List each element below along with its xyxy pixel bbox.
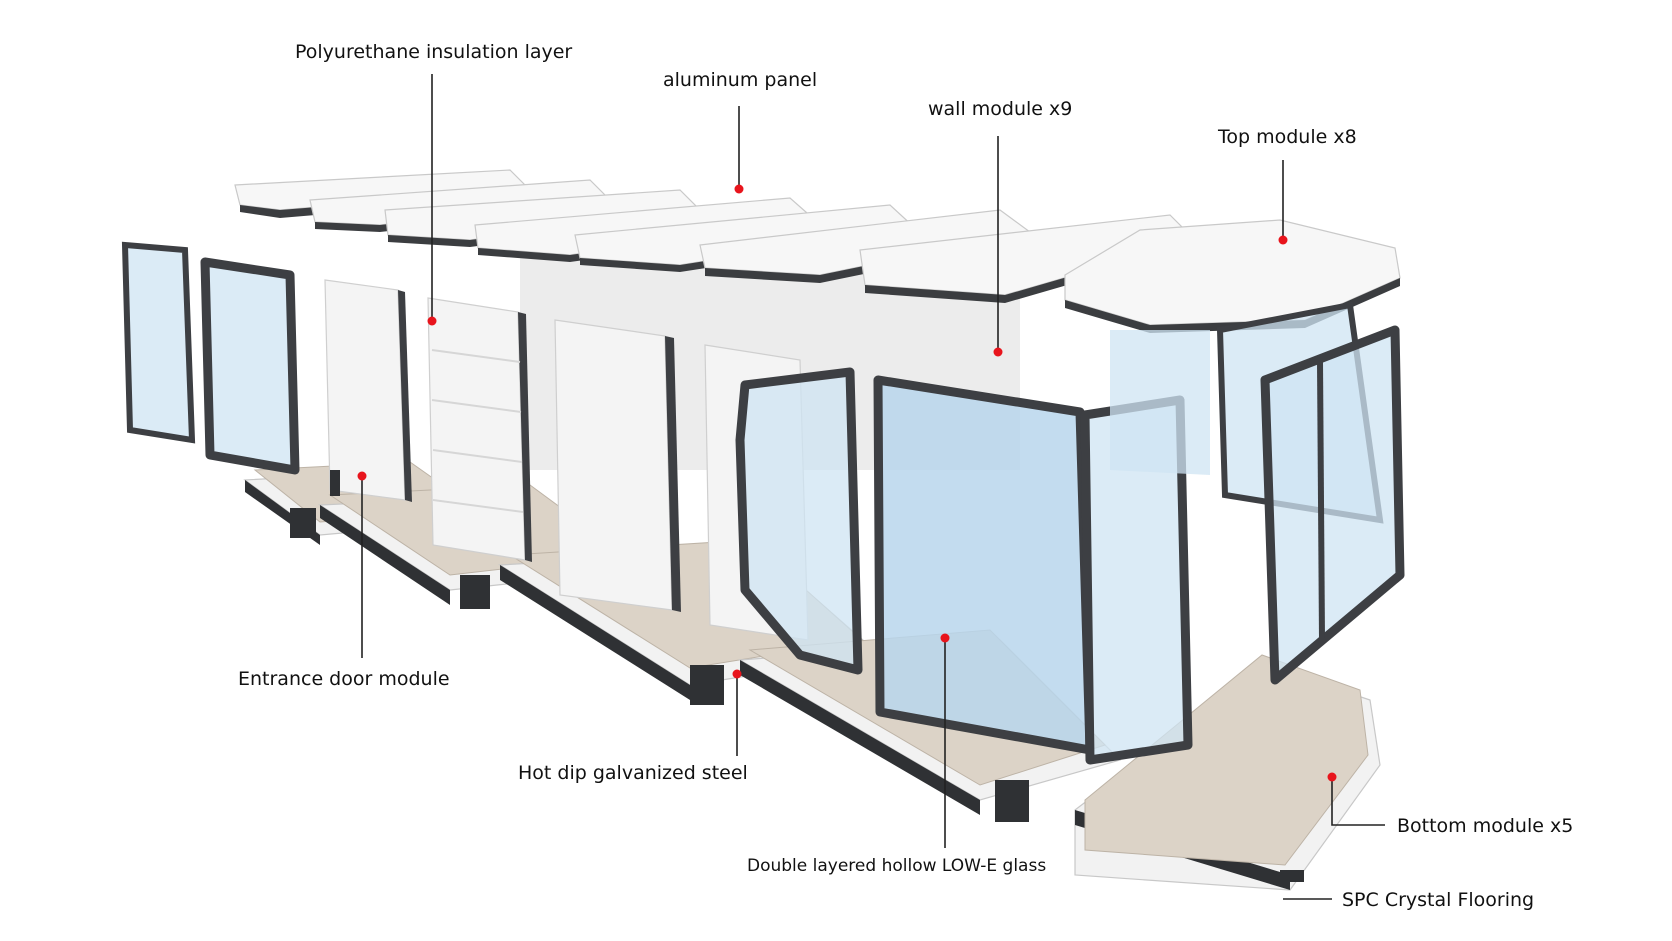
label-spc-flooring: SPC Crystal Flooring [1342, 889, 1534, 911]
callout-top-module: Top module x8 [1217, 126, 1357, 245]
steel-channels [290, 508, 1029, 822]
label-entrance-door: Entrance door module [238, 668, 450, 690]
callout-polyurethane: Polyurethane insulation layer [295, 41, 572, 326]
low-e-glass-panel [873, 375, 1095, 755]
label-polyurethane: Polyurethane insulation layer [295, 41, 572, 63]
bottom-module-5 [1074, 654, 1381, 891]
callout-low-e-glass: Double layered hollow LOW-E glass [747, 633, 1046, 876]
insulation-wall-panel [427, 297, 532, 562]
callout-spc-flooring: SPC Crystal Flooring [1283, 889, 1534, 911]
callout-entrance-door: Entrance door module [238, 471, 450, 690]
wall-module-glass-left [121, 241, 196, 444]
label-wall-module: wall module x9 [928, 98, 1072, 120]
capsule-illustration [121, 169, 1405, 891]
sliding-door-module [1260, 325, 1405, 685]
callout-wall-module: wall module x9 [928, 98, 1072, 357]
label-low-e-glass: Double layered hollow LOW-E glass [747, 856, 1046, 876]
callout-bottom-module: Bottom module x5 [1327, 772, 1573, 837]
callout-aluminum-panel: aluminum panel [663, 69, 817, 194]
label-galvanized-steel: Hot dip galvanized steel [518, 762, 748, 784]
entrance-door-panel [324, 279, 412, 502]
wall-module-glass-curved [200, 257, 300, 475]
label-aluminum-panel: aluminum panel [663, 69, 817, 91]
label-top-module: Top module x8 [1217, 126, 1357, 148]
wall-module-solid-1 [554, 319, 681, 612]
callout-galvanized-steel: Hot dip galvanized steel [518, 669, 748, 784]
wall-module-glass-window [735, 367, 863, 675]
label-bottom-module: Bottom module x5 [1397, 815, 1573, 837]
